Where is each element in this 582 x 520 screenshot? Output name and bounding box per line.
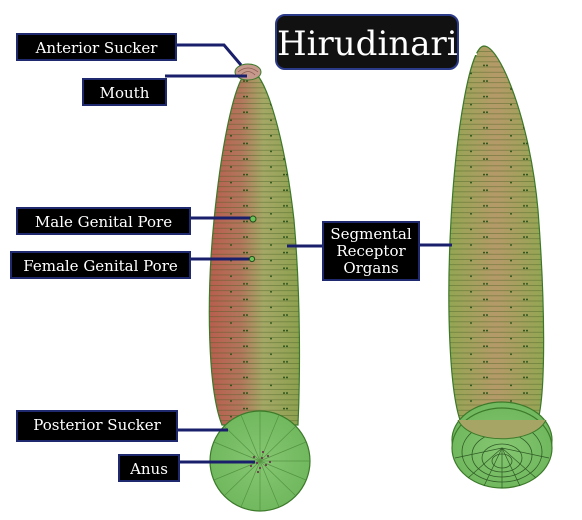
female-genital-pore-dot [248,255,256,263]
leader-lines [165,43,452,464]
label-male-genital-pore: Male Genital Pore [16,207,191,235]
label-mouth: Mouth [82,78,167,106]
diagram-title: Hirudinaria [275,14,478,70]
label-posterior-sucker: Posterior Sucker [16,410,178,442]
male-genital-pore-dot [249,215,257,223]
right-posterior-sucker [451,401,553,489]
left-posterior-sucker [209,410,311,512]
label-segmental-receptor-organs: Segmental Receptor Organs [322,221,420,281]
label-anterior-sucker: Anterior Sucker [16,33,177,61]
label-female-genital-pore: Female Genital Pore [10,251,191,279]
leech-dorsal-view [448,45,553,489]
anterior-sucker-shape [234,63,262,81]
leech-ventral-view [208,63,311,512]
label-anus: Anus [118,454,180,482]
